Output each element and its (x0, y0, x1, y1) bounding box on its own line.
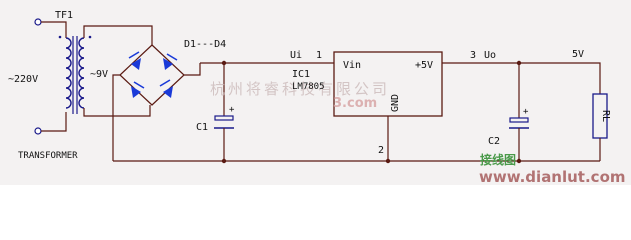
label-pin1: 1 (316, 50, 322, 61)
label-transformer: TRANSFORMER (18, 151, 78, 161)
watermark-company: 杭州将睿科技有限公司 (210, 80, 390, 98)
label-c2-plus: + (523, 107, 529, 117)
label-vin: Vin (343, 60, 361, 71)
primary-leads (34, 18, 67, 135)
junction-node (221, 158, 227, 164)
watermark-site-url: www.dianlut.com (479, 168, 626, 185)
label-uo: Uo (484, 50, 496, 61)
label-out-voltage: 5V (572, 49, 584, 60)
label-vout: +5V (415, 60, 433, 71)
label-diodes: D1---D4 (184, 39, 226, 50)
label-c1-plus: + (229, 105, 235, 115)
label-primary-voltage: ~220V (8, 74, 38, 85)
label-ic-ref: IC1 (292, 69, 310, 80)
label-pin3: 3 (470, 50, 476, 61)
label-rl: RL (600, 110, 611, 122)
bridge-rectifier (119, 44, 185, 106)
label-c2: C2 (488, 136, 500, 147)
label-tf1: TF1 (55, 10, 73, 21)
label-ui: Ui (290, 50, 302, 61)
watermark-site-cn: 接线图 (480, 152, 516, 167)
bridge-plus-wire (184, 63, 201, 76)
label-secondary-voltage: ~9V (90, 69, 108, 80)
junction-node (516, 158, 522, 164)
label-gnd: GND (390, 94, 401, 112)
transformer-tf1 (58, 35, 92, 114)
label-pin2: 2 (378, 145, 384, 156)
circuit-diagram: 杭州将睿科技有限公司 3.com 接线图 www.dianlut.com TF1… (8, 10, 626, 185)
secondary-bottom-wire (83, 105, 151, 117)
secondary-top-wire (83, 25, 153, 45)
label-ic-part: LM7805 (292, 82, 325, 92)
bridge-minus-wire (112, 74, 120, 161)
capacitor-c2 (509, 63, 529, 161)
junction-node (385, 158, 391, 164)
capacitor-c1 (214, 63, 234, 161)
label-c1: C1 (196, 122, 208, 133)
output-rail (442, 62, 601, 94)
watermark-domain: 3.com (333, 96, 377, 111)
schematic-canvas: 杭州将睿科技有限公司 3.com 接线图 www.dianlut.com TF1… (0, 0, 631, 185)
